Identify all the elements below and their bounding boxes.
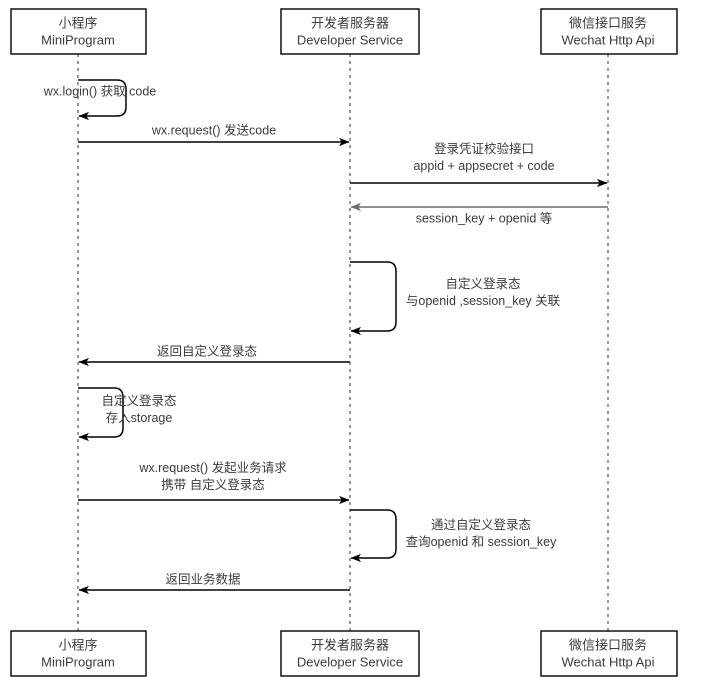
message-wx-login-get-code[interactable]: wx.login() 获取 code xyxy=(43,79,157,121)
message-label-line: wx.request() 发起业务请求 xyxy=(138,460,287,475)
message-label-line: 登录凭证校验接口 xyxy=(434,141,534,156)
actor-box-bottom-wechat-http-api[interactable]: 微信接口服务 Wechat Http Api xyxy=(540,630,678,677)
actor-name-cn: 小程序 xyxy=(58,637,97,652)
actor-box-outline xyxy=(280,630,420,677)
message-label-line: 返回自定义登录态 xyxy=(157,343,257,358)
self-message-loop xyxy=(78,387,124,442)
actor-box-outline xyxy=(540,8,678,55)
actor-name-cn: 开发者服务器 xyxy=(311,637,389,652)
actor-name-cn: 微信接口服务 xyxy=(569,15,647,30)
message-label-line: wx.login() 获取 code xyxy=(43,84,157,98)
message-label-line: 通过自定义登录态 xyxy=(431,517,531,532)
actor-name-en: Developer Service xyxy=(297,654,403,669)
message-login-credential-check[interactable]: 登录凭证校验接口 appid + appsecret + code xyxy=(350,141,608,188)
actor-box-outline xyxy=(540,630,678,677)
actor-box-top-miniprogram[interactable]: 小程序 MiniProgram xyxy=(10,8,147,55)
self-message-loop xyxy=(350,261,397,336)
actor-box-top-wechat-http-api[interactable]: 微信接口服务 Wechat Http Api xyxy=(540,8,678,55)
actor-name-en: MiniProgram xyxy=(41,32,115,47)
actor-name-cn: 开发者服务器 xyxy=(311,15,389,30)
actor-name-en: Wechat Http Api xyxy=(562,32,655,47)
actor-box-outline xyxy=(10,8,147,55)
actor-name-cn: 小程序 xyxy=(58,15,97,30)
message-label-line: appid + appsecret + code xyxy=(413,159,554,173)
message-session-key-openid-return[interactable]: session_key + openid 等 xyxy=(350,202,608,225)
message-wx-request-send-code[interactable]: wx.request() 发送code xyxy=(78,122,350,147)
message-label-line: 与openid ,session_key 关联 xyxy=(406,294,561,308)
message-label-line: 存入storage xyxy=(106,411,173,425)
self-message-loop xyxy=(78,79,127,121)
message-return-business-data[interactable]: 返回业务数据 xyxy=(78,571,350,595)
actor-box-outline xyxy=(10,630,147,677)
actor-name-en: MiniProgram xyxy=(41,654,115,669)
message-label-line: 自定义登录态 xyxy=(445,276,520,291)
message-label-line: 返回业务数据 xyxy=(165,571,240,586)
message-label-line: wx.request() 发送code xyxy=(151,122,276,137)
actors-top-layer: 小程序 MiniProgram 开发者服务器 Developer Service 微信接… xyxy=(10,8,678,55)
messages-layer: wx.login() 获取 code wx.request() 发送code 登录凭… xyxy=(43,79,608,595)
actor-name-en: Developer Service xyxy=(297,32,403,47)
actor-box-bottom-miniprogram[interactable]: 小程序 MiniProgram xyxy=(10,630,147,677)
actor-name-en: Wechat Http Api xyxy=(562,654,655,669)
actors-bottom-layer: 小程序 MiniProgram 开发者服务器 Developer Service 微信接… xyxy=(10,630,678,677)
message-return-custom-login-state[interactable]: 返回自定义登录态 xyxy=(78,343,350,367)
actor-box-bottom-developer-service[interactable]: 开发者服务器 Developer Service xyxy=(280,630,420,677)
actor-box-top-developer-service[interactable]: 开发者服务器 Developer Service xyxy=(280,8,420,55)
message-label-line: 查询openid 和 session_key xyxy=(406,535,558,549)
message-label-line: 自定义登录态 xyxy=(101,393,176,408)
message-label-line: 携带 自定义登录态 xyxy=(161,477,264,492)
self-message-loop xyxy=(350,509,397,563)
lifelines-layer xyxy=(77,54,609,631)
actor-box-outline xyxy=(280,8,420,55)
actor-name-cn: 微信接口服务 xyxy=(569,637,647,652)
message-label-line: session_key + openid 等 xyxy=(416,210,553,225)
